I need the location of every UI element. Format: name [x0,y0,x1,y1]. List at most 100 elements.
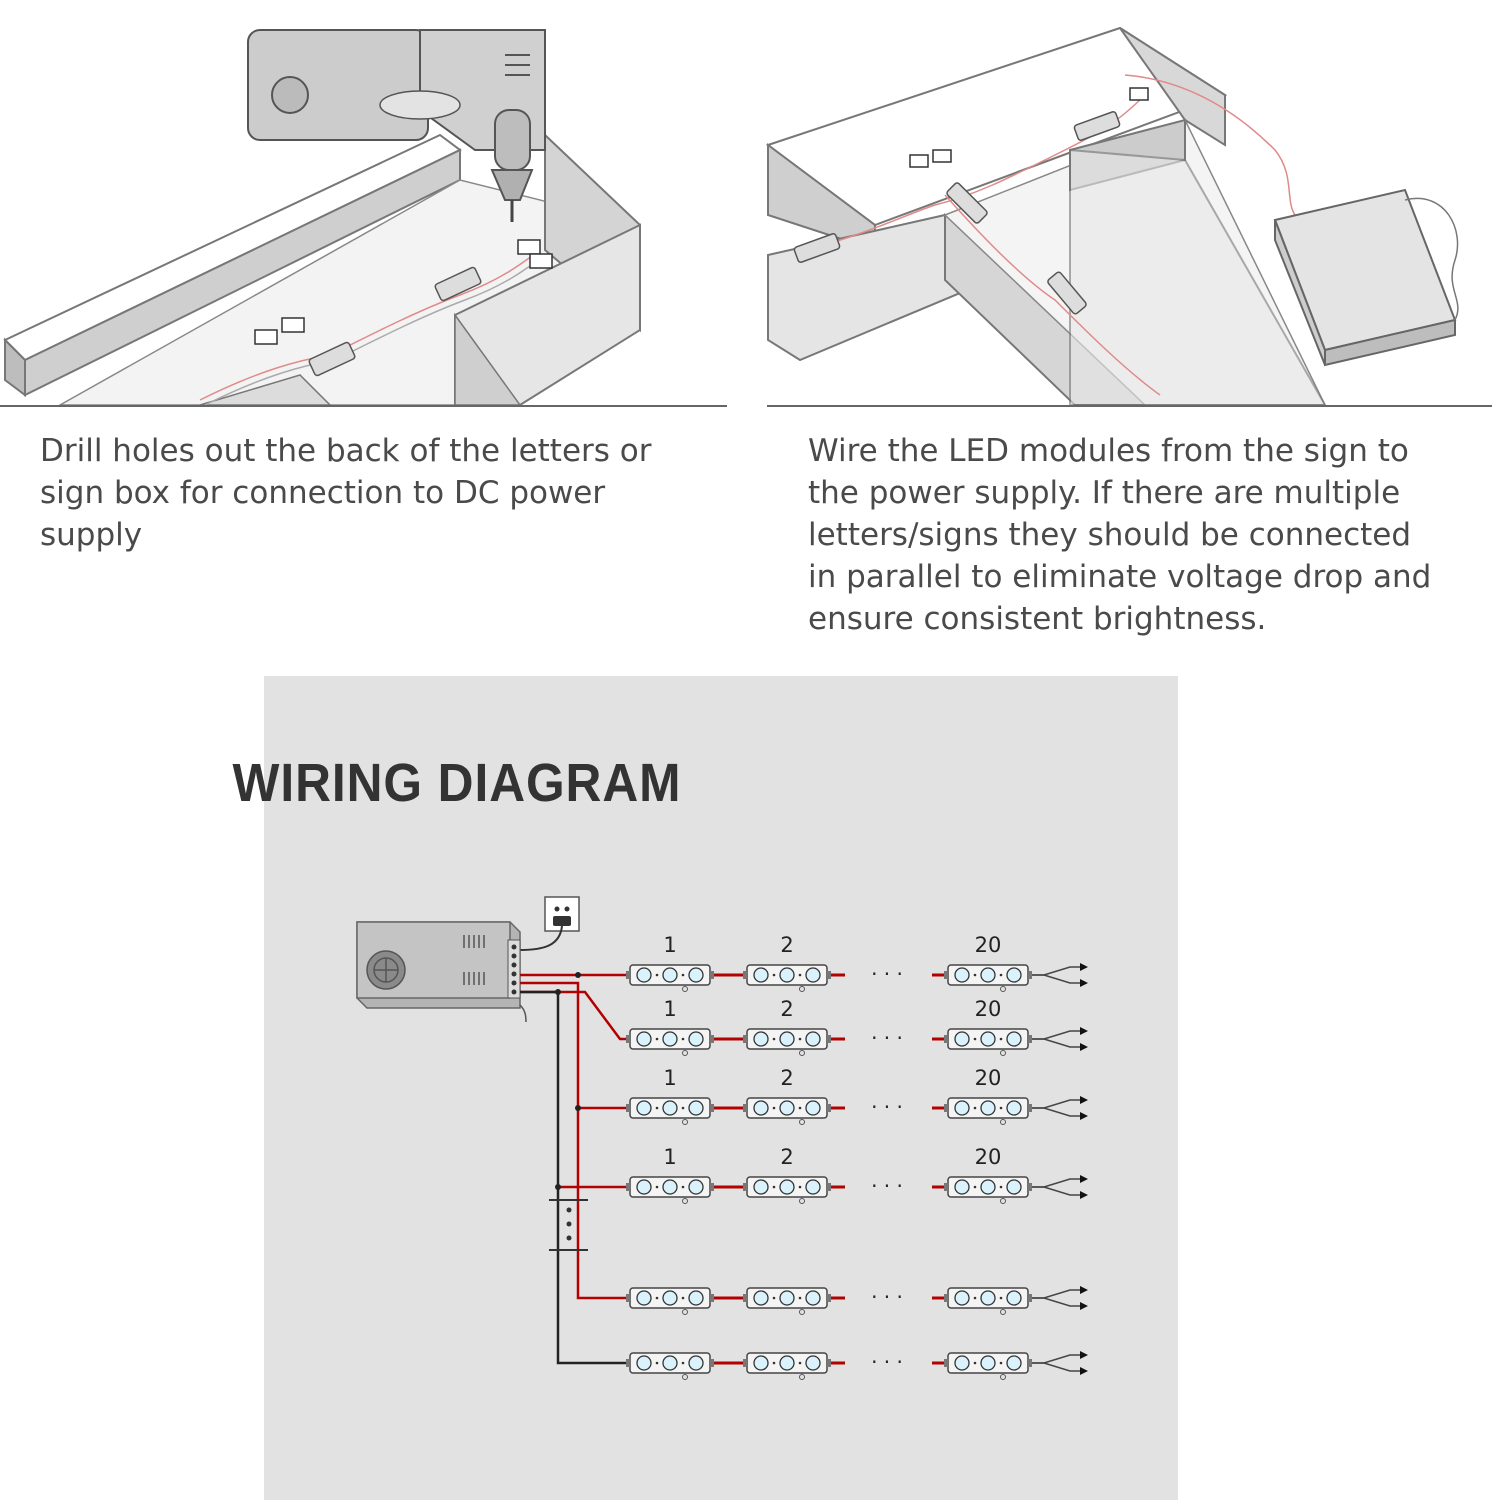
led-chip-icon [688,967,704,983]
connector-plug-icon [1080,963,1088,971]
bus-continuation-dot-1 [566,1221,572,1227]
led-module: 1 [626,933,714,992]
led-chip-icon [662,1290,678,1306]
led-module-tab [743,1035,747,1043]
connector-plug-icon [1080,1367,1088,1375]
led-module-screw-hole [682,986,688,992]
output-wire [1032,1362,1080,1372]
output-wire [1032,1107,1080,1117]
output-wire [1032,1030,1080,1040]
led-chip-icon [980,1100,996,1116]
led-chip-icon [636,1179,652,1195]
led-module-dot [798,973,802,977]
led-module-screw-hole [799,1050,805,1056]
led-chip-icon [779,1290,795,1306]
led-module-dot [681,1185,685,1189]
led-chip-icon [805,1355,821,1371]
led-module-tab [1028,1035,1032,1043]
row-ellipsis: · · · [871,1174,903,1198]
led-module [743,1287,831,1315]
module-number-label: 2 [780,933,793,957]
led-module-screw-hole [1000,986,1006,992]
led-module-screw-hole [682,1119,688,1125]
led-module-tab [1028,1104,1032,1112]
module-number-label: 1 [663,1066,676,1090]
led-module-tab [626,1359,630,1367]
row-ellipsis: · · · [871,962,903,986]
led-module-tab [1028,1183,1032,1191]
connector-plug-icon [1080,1096,1088,1104]
module-number-label: 20 [975,1066,1002,1090]
led-chip-icon [779,967,795,983]
led-chip-icon [636,967,652,983]
led-chip-icon [753,1031,769,1047]
bus-continuation-dot-0 [566,1207,572,1213]
led-module [944,1352,1032,1380]
led-module-dot [772,1185,776,1189]
module-number-label: 1 [663,933,676,957]
led-module-tab [743,1359,747,1367]
led-module-dot [999,1361,1003,1365]
module-number-label: 2 [780,1066,793,1090]
wire-junction-3 [555,1184,561,1190]
led-module-tab [944,1359,948,1367]
led-module-tab [626,1104,630,1112]
led-chip-icon [805,1290,821,1306]
led-chip-icon [980,1031,996,1047]
led-chip-icon [662,1100,678,1116]
led-module-dot [772,1361,776,1365]
led-module-tab [944,1035,948,1043]
led-chip-icon [688,1179,704,1195]
led-module-tab [710,1359,714,1367]
led-module-tab [1028,1359,1032,1367]
led-chip-icon [980,1355,996,1371]
led-module-tab [626,1294,630,1302]
led-chip-icon [636,1100,652,1116]
led-module-screw-hole [682,1198,688,1204]
connector-plug-icon [1080,1043,1088,1051]
led-module-dot [999,1185,1003,1189]
led-module-dot [798,1185,802,1189]
led-chip-icon [1006,1355,1022,1371]
wiring-illustration [765,0,1500,410]
led-chip-icon [954,1290,970,1306]
led-chip-icon [753,1290,769,1306]
led-module-dot [973,1361,977,1365]
led-chip-icon [688,1355,704,1371]
led-chip-icon [662,1179,678,1195]
led-module-dot [655,973,659,977]
led-chip-icon [779,1355,795,1371]
module-row: · · · [626,1285,1088,1315]
led-module-dot [973,1296,977,1300]
led-chip-icon [636,1290,652,1306]
led-module-dot [999,973,1003,977]
led-module-dot [772,1037,776,1041]
led-module-tab [626,1035,630,1043]
led-module-tab [710,1183,714,1191]
led-module-screw-hole [799,1374,805,1380]
led-module-dot [973,1185,977,1189]
led-module-tab [827,1359,831,1367]
led-module-tab [944,971,948,979]
module-number-label: 2 [780,997,793,1021]
led-module-tab [710,971,714,979]
bus-wire-3 [520,990,630,1365]
led-chip-icon [954,1179,970,1195]
led-module-screw-hole [1000,1374,1006,1380]
row-ellipsis: · · · [871,1285,903,1309]
power-supply-icon [356,921,527,1023]
drill-icon [247,29,546,222]
led-module-tab [827,1035,831,1043]
output-wire [1032,966,1080,976]
led-module-dot [772,1106,776,1110]
module-row: · · · [626,1350,1088,1380]
led-chip-icon [753,1355,769,1371]
output-wire [1032,1186,1080,1196]
led-module: 20 [944,1145,1032,1204]
led-module: 2 [743,1066,831,1125]
led-chip-icon [662,967,678,983]
led-module-tab [827,1183,831,1191]
connector-plug-icon [1080,1302,1088,1310]
